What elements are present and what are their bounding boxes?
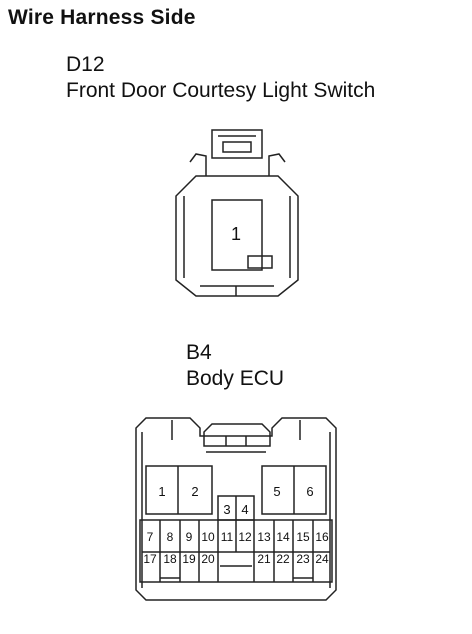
connector-b4-pin-13: 13 — [257, 530, 271, 544]
connector-b4-name: Body ECU — [186, 367, 285, 390]
connector-b4-pin-2: 2 — [191, 484, 198, 499]
connector-b4-pin-20: 20 — [201, 552, 215, 566]
connector-b4-pin-1: 1 — [158, 484, 165, 499]
diagram-title: Wire Harness Side — [8, 6, 196, 29]
connector-b4-label: B4 Body ECU — [186, 340, 284, 392]
connector-b4-pin-21: 21 — [257, 552, 271, 566]
connector-b4-pin-18: 18 — [163, 552, 177, 566]
connector-b4-pin-12: 12 — [238, 530, 252, 544]
connector-b4-pin-11: 11 — [221, 530, 234, 544]
connector-b4-pin-6: 6 — [306, 484, 313, 499]
connector-b4-pin-3: 3 — [223, 502, 230, 517]
connector-b4-pin-9: 9 — [186, 530, 193, 544]
connector-b4-pin-4: 4 — [241, 502, 248, 517]
connector-b4-pin-5: 5 — [273, 484, 280, 499]
connector-b4-pin-7: 7 — [147, 530, 154, 544]
connector-b4-pin-16: 16 — [315, 530, 329, 544]
connector-d12-name: Front Door Courtesy Light Switch — [66, 79, 376, 102]
connector-b4-pin-19: 19 — [182, 552, 196, 566]
connector-b4-outline — [135, 417, 337, 601]
connector-d12-code: D12 — [66, 53, 105, 76]
connector-b4-code: B4 — [186, 341, 212, 364]
connector-d12-label: D12 Front Door Courtesy Light Switch — [66, 52, 375, 104]
connector-b4-pin-17: 17 — [143, 552, 157, 566]
connector-b4-pin-23: 23 — [296, 552, 310, 566]
connector-b4-pin-15: 15 — [296, 530, 310, 544]
connector-b4-pin-10: 10 — [201, 530, 215, 544]
connector-d12-pin-1: 1 — [231, 224, 241, 244]
connector-b4-pin-22: 22 — [276, 552, 290, 566]
connector-d12-outline — [175, 129, 299, 297]
connector-b4-pins: 1 2 3 4 5 6 7 8 9 10 11 12 13 14 15 16 1… — [143, 484, 329, 566]
connector-b4-pin-8: 8 — [167, 530, 174, 544]
connector-b4-pin-24: 24 — [315, 552, 329, 566]
connector-b4-pin-14: 14 — [276, 530, 290, 544]
